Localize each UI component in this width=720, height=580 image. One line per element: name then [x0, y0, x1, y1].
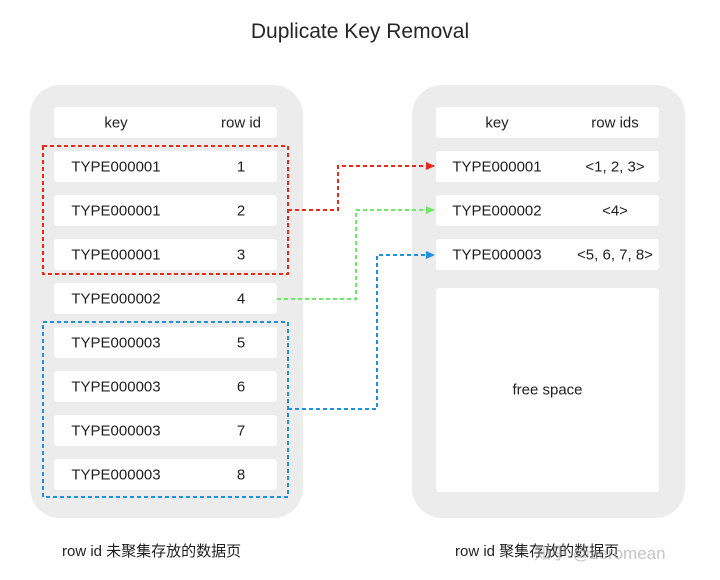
left-row-id: 6: [236, 378, 246, 395]
right-row-key: TYPE000003: [452, 246, 542, 263]
arrow-type000002: [277, 206, 435, 300]
left-header-key: key: [104, 114, 128, 131]
right-row-key: TYPE000001: [452, 158, 542, 175]
right-row-ids: <4>: [602, 202, 628, 219]
left-row-key: TYPE000003: [71, 466, 161, 483]
right-row-ids: <5, 6, 7, 8>: [577, 246, 653, 263]
left-row-key: TYPE000003: [71, 334, 161, 351]
right-header-row-ids: row ids: [591, 114, 639, 131]
left-row: TYPE000003 7: [54, 415, 277, 446]
group-box-type000001: [42, 145, 289, 275]
left-row-id: 3: [236, 246, 246, 263]
right-header-key: key: [485, 114, 509, 131]
left-row: TYPE000001 3: [54, 239, 277, 270]
left-header-row: key row id: [54, 107, 277, 138]
left-row-id: 1: [236, 158, 246, 175]
left-row-key: TYPE000003: [71, 378, 161, 395]
right-row: TYPE000003 <5, 6, 7, 8>: [436, 239, 659, 270]
left-row-id: 4: [236, 290, 246, 307]
right-panel-caption: row id 聚集存放的数据页: [455, 543, 620, 560]
right-header-row: key row ids: [436, 107, 659, 138]
left-row-key: TYPE000003: [71, 422, 161, 439]
left-row-key: TYPE000001: [71, 158, 161, 175]
left-row: TYPE000003 5: [54, 327, 277, 358]
watermark: 知乎 @zeromean: [534, 544, 666, 563]
free-space-label: free space: [512, 381, 583, 399]
left-row: TYPE000002 4: [54, 283, 277, 314]
right-row-key: TYPE000002: [452, 202, 542, 219]
right-row-ids: <1, 2, 3>: [585, 158, 645, 175]
left-row-key: TYPE000001: [71, 246, 161, 263]
left-row: TYPE000001 2: [54, 195, 277, 226]
left-row-key: TYPE000002: [71, 290, 161, 307]
left-row-id: 7: [236, 422, 246, 439]
free-space-block: free space: [436, 288, 659, 492]
left-row-id: 8: [236, 466, 246, 483]
left-row-key: TYPE000001: [71, 202, 161, 219]
left-row-id: 5: [236, 334, 246, 351]
group-box-type000003: [42, 321, 289, 498]
diagram-title: Duplicate Key Removal: [250, 20, 470, 43]
left-row: TYPE000003 6: [54, 371, 277, 402]
left-row: TYPE000001 1: [54, 151, 277, 182]
right-row: TYPE000001 <1, 2, 3>: [436, 151, 659, 182]
right-row: TYPE000002 <4>: [436, 195, 659, 226]
left-header-row-id: row id: [220, 114, 262, 131]
arrow-type000001: [288, 162, 435, 211]
arrow-type000003: [288, 251, 435, 410]
left-panel-caption: row id 未聚集存放的数据页: [62, 543, 242, 560]
left-row: TYPE000003 8: [54, 459, 277, 490]
left-row-id: 2: [236, 202, 246, 219]
